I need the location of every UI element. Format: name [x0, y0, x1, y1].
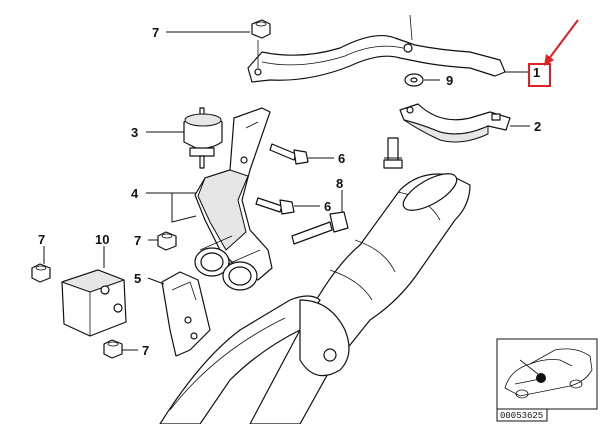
- part-3-rubber-mount: [183, 107, 223, 169]
- highlight-box: [528, 63, 551, 87]
- part-10-rubber-block: [61, 269, 127, 337]
- part-4-hanger-bracket: [194, 107, 273, 281]
- location-dot-icon: [536, 373, 546, 383]
- part-2-clamp: [399, 103, 511, 143]
- reference-code: 00053625: [500, 411, 543, 421]
- leader-lines: [43, 31, 530, 351]
- pipe-stubs: [194, 235, 261, 291]
- callout-9: 9: [446, 73, 453, 88]
- callout-5: 5: [134, 271, 141, 286]
- callout-4: 4: [131, 186, 139, 201]
- callout-3: 3: [131, 125, 138, 140]
- part-9-washer: [404, 73, 424, 87]
- red-arrow-icon: [544, 19, 579, 66]
- part-7-nut-left: [31, 263, 51, 283]
- callout-7-bottom: 7: [142, 343, 149, 358]
- exhaust-pipe: [159, 173, 471, 424]
- callout-2: 2: [534, 119, 541, 134]
- reference-code-box: [496, 408, 548, 422]
- callout-6-mid: 6: [324, 199, 331, 214]
- part-6-bolt-mid: [255, 197, 295, 215]
- callout-6-upper: 6: [338, 151, 345, 166]
- part-7-nut-mid: [157, 231, 177, 251]
- callout-8: 8: [336, 176, 343, 191]
- callout-7-top: 7: [152, 25, 159, 40]
- part-5-small-bracket: [161, 271, 211, 357]
- inset-car-thumbnail: [496, 338, 598, 410]
- callout-10: 10: [95, 232, 109, 247]
- callout-7-left: 7: [38, 232, 45, 247]
- part-1-upper-bracket: [247, 14, 506, 83]
- part-8-long-bolt: [291, 211, 349, 245]
- callout-7-mid: 7: [134, 233, 141, 248]
- callout-1: 1: [533, 65, 540, 80]
- part-7-nut-bottom: [103, 339, 123, 359]
- part-6-bolt-vertical: [383, 137, 403, 169]
- part-6-bolt-upper: [269, 143, 309, 165]
- part-7-nut-top: [251, 19, 271, 68]
